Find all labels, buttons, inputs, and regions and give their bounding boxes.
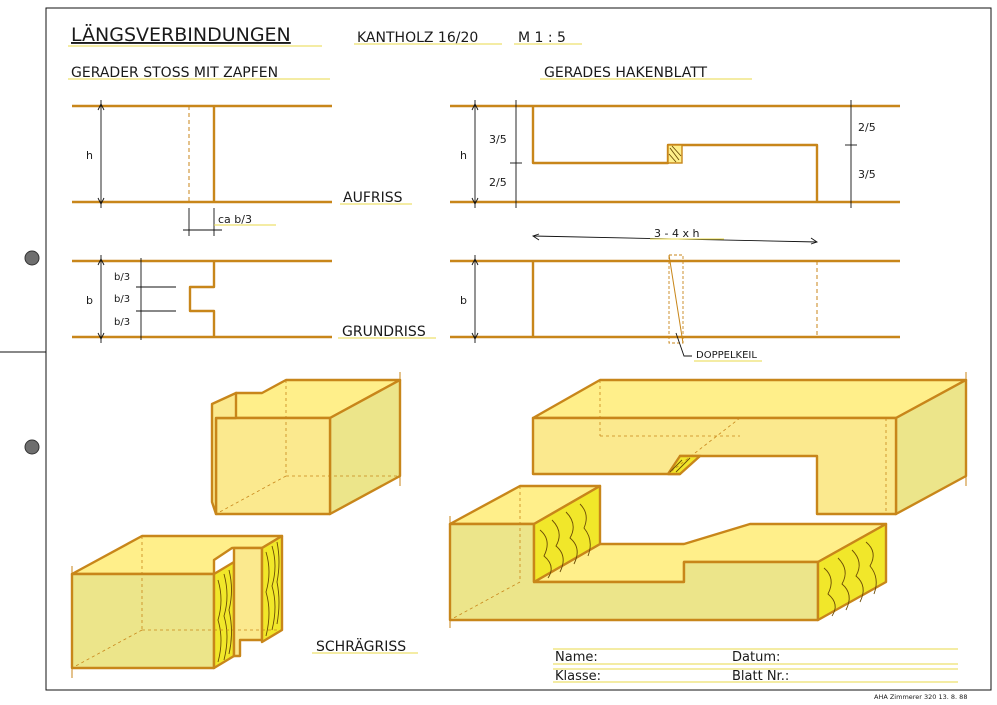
view-label-aufriss: AUFRISS <box>343 190 403 206</box>
scale-label: M 1 : 5 <box>518 30 566 46</box>
punch-hole-bottom <box>24 439 40 455</box>
view-label-schraegriss: SCHRÄGRISS <box>316 637 406 655</box>
sheet-number-label: Blatt Nr.: <box>732 669 789 684</box>
b3-label-1: b/3 <box>114 272 130 283</box>
ca-b3-label: ca b/3 <box>218 213 252 226</box>
b3-label-3: b/3 <box>114 317 130 328</box>
wedge-label: DOPPELKEIL <box>696 350 757 361</box>
right-h-label: h <box>460 149 467 162</box>
title-block: Name: Datum: Klasse: Blatt Nr.: <box>553 648 958 684</box>
right-3-5-label: 3/5 <box>858 168 876 181</box>
left-h-label: h <box>86 149 93 162</box>
right-2-5-label: 2/5 <box>858 121 876 134</box>
b3-label-2: b/3 <box>114 294 130 305</box>
oblique-hook-upper <box>531 372 968 516</box>
left-2-5-label: 2/5 <box>489 176 507 189</box>
right-plan: b 3 - 4 x h DOPPELKEIL <box>450 227 900 362</box>
left-elevation: h ca b/3 <box>72 100 332 236</box>
material-label: KANTHOLZ 16/20 <box>357 30 478 46</box>
date-field-label: Datum: <box>732 650 780 665</box>
oblique-mortise-piece <box>70 534 284 678</box>
oblique-hook-lower <box>448 484 888 628</box>
view-label-grundriss: GRUNDRISS <box>342 324 426 340</box>
left-plan: b b/3 b/3 b/3 <box>72 255 332 343</box>
right-b-label: b <box>460 294 467 307</box>
class-field-label: Klasse: <box>555 669 601 684</box>
right-joint-title: GERADES HAKENBLATT <box>544 65 708 81</box>
left-3-5-label: 3/5 <box>489 133 507 146</box>
name-field-label: Name: <box>555 650 598 665</box>
oblique-tenon-piece <box>210 372 402 516</box>
left-b-label: b <box>86 294 93 307</box>
length-label: 3 - 4 x h <box>654 227 699 240</box>
footer-credit: AHA Zimmerer 320 13. 8. 88 <box>874 693 967 701</box>
left-joint-title: GERADER STOSS MIT ZAPFEN <box>71 65 278 81</box>
page-title: LÄNGSVERBINDUNGEN <box>71 23 291 46</box>
punch-hole-top <box>24 250 40 266</box>
right-elevation: h 3/5 2/5 2/5 3/5 <box>450 100 900 208</box>
sheet-frame <box>0 7 992 691</box>
